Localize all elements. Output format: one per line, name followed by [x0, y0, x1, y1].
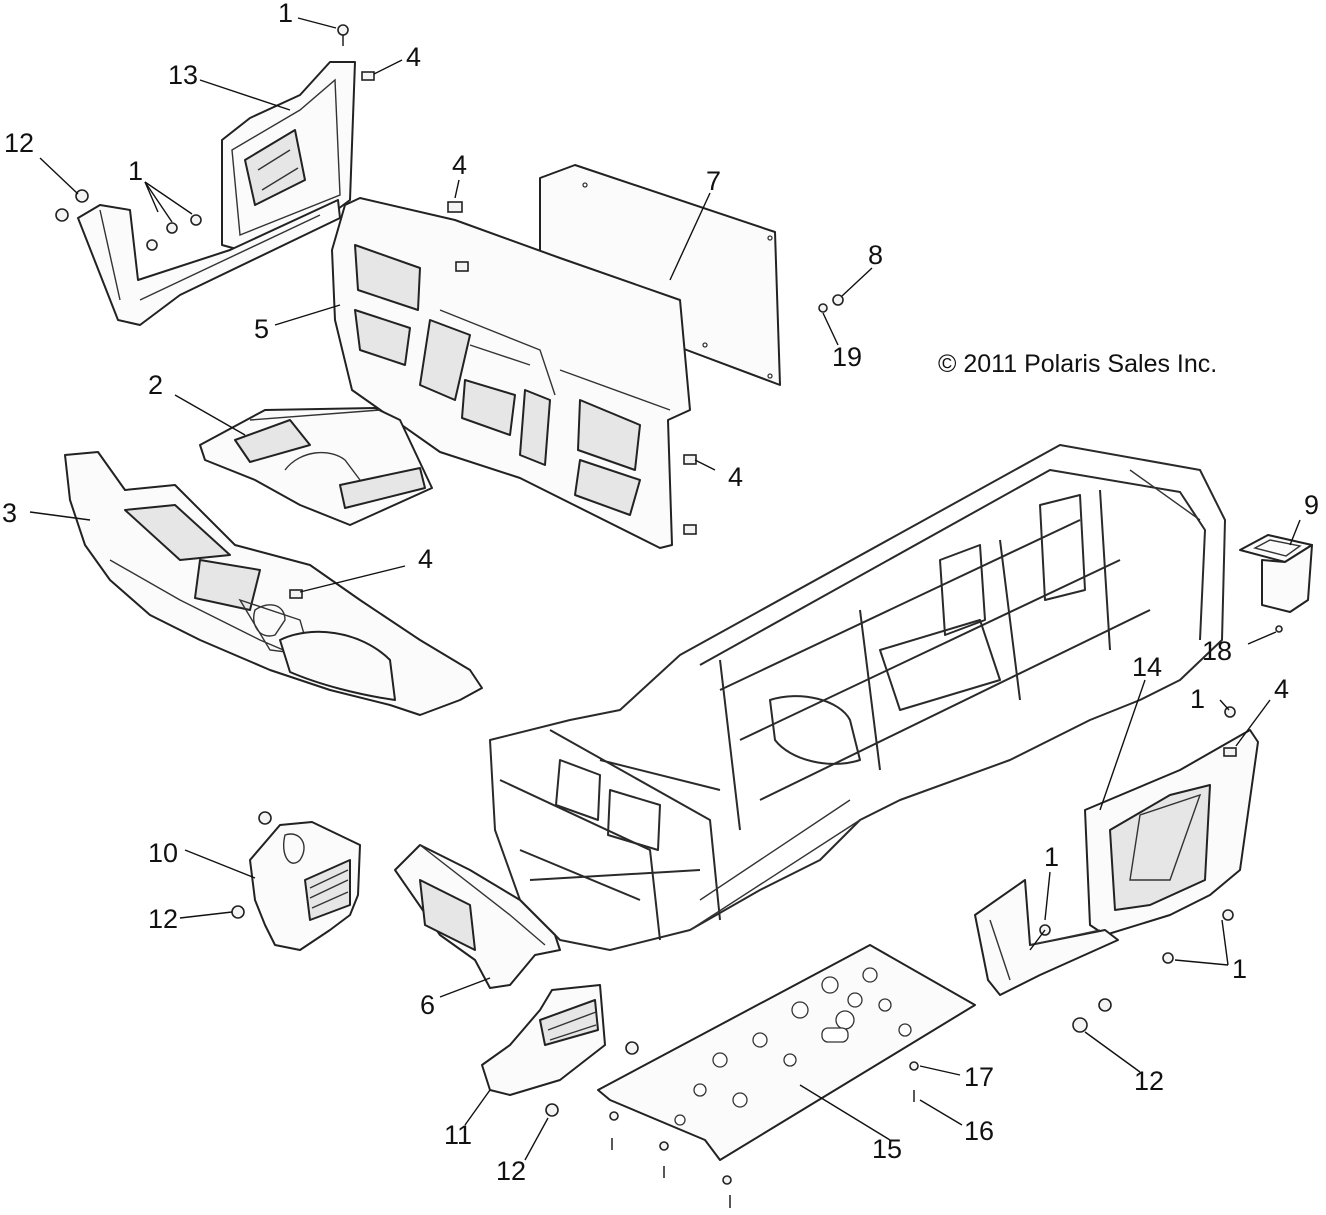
callout-3: 3	[2, 498, 17, 528]
part-right-lower-trim	[974, 879, 1119, 996]
callout-15: 15	[872, 1134, 902, 1164]
callout-2: 2	[148, 370, 163, 400]
callout-1: 1	[1232, 954, 1247, 984]
callout-5: 5	[254, 314, 269, 344]
copyright-notice: © 2011 Polaris Sales Inc.	[938, 350, 1217, 378]
callout-1: 1	[1044, 842, 1059, 872]
callout-4: 4	[1274, 674, 1289, 704]
part-5-bulkhead-panel	[331, 197, 691, 549]
part-2-floor-tray	[199, 407, 433, 526]
callout-12: 12	[148, 904, 178, 934]
callout-6: 6	[420, 990, 435, 1020]
callout-4: 4	[418, 544, 433, 574]
callout-16: 16	[964, 1116, 994, 1146]
callout-10: 10	[148, 838, 178, 868]
fasteners	[55, 24, 1283, 1208]
part-3-center-floor	[64, 451, 483, 716]
callout-1: 1	[128, 156, 143, 186]
callout-19: 19	[832, 342, 862, 372]
callout-1: 1	[1190, 684, 1205, 714]
part-13-door-panel	[221, 61, 356, 251]
part-15-skid-plate	[597, 944, 976, 1161]
callout-4: 4	[406, 42, 421, 72]
callout-12: 12	[496, 1156, 526, 1186]
part-14-right-door	[1084, 729, 1259, 936]
callout-17: 17	[964, 1062, 994, 1092]
part-lower-left-door-trim	[77, 199, 341, 326]
callout-8: 8	[868, 240, 883, 270]
callout-labels: 1 4 13 12 1 4 7 8 5 19 2 4 3 9 4 18 14 1…	[2, 0, 1319, 1186]
callout-1: 1	[278, 0, 293, 28]
callout-9: 9	[1304, 490, 1319, 520]
callout-12: 12	[1134, 1066, 1164, 1096]
callout-4: 4	[452, 150, 467, 180]
callout-4: 4	[728, 462, 743, 492]
callout-7: 7	[706, 166, 721, 196]
part-11-bracket	[481, 984, 606, 1096]
part-9-cup-holder	[1239, 534, 1313, 613]
callout-13: 13	[168, 60, 198, 90]
chassis-frame	[489, 444, 1226, 951]
callout-12: 12	[4, 128, 34, 158]
callout-18: 18	[1202, 636, 1232, 666]
part-6-duct	[394, 844, 561, 989]
callout-14: 14	[1132, 652, 1162, 682]
callout-11: 11	[444, 1120, 472, 1150]
leader-lines	[29, 17, 1301, 1161]
part-10-shield	[249, 821, 361, 951]
